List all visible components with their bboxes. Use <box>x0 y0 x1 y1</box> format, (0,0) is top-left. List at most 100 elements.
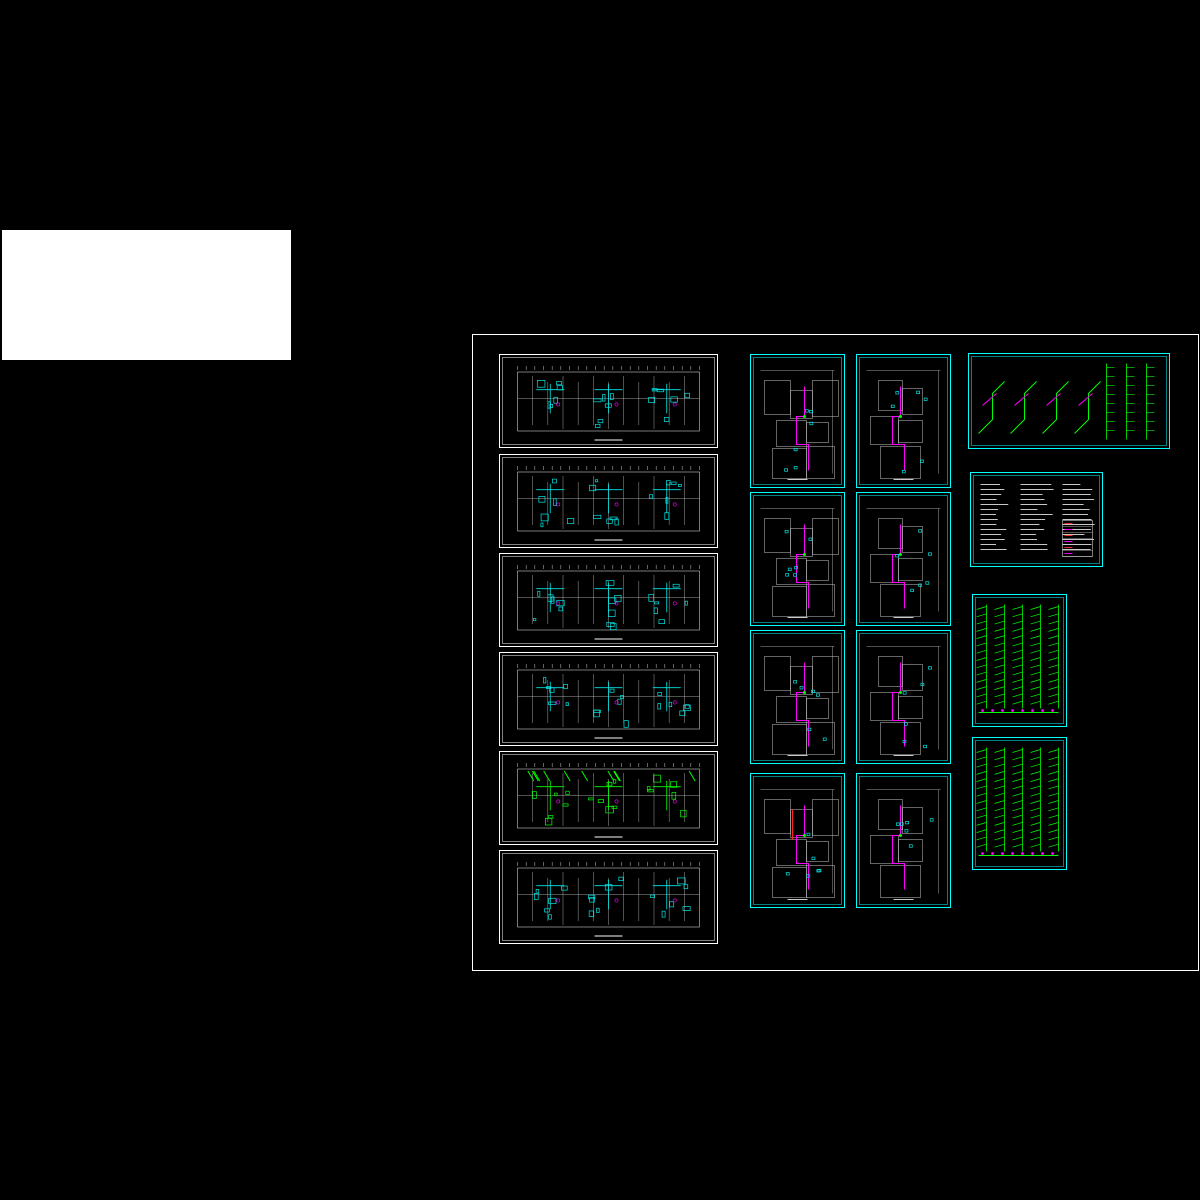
room-outline <box>806 560 829 581</box>
branch-line <box>1030 635 1041 639</box>
branch-line <box>1048 785 1059 790</box>
unit-plan-sheet <box>856 492 951 626</box>
riser-symbol <box>556 601 561 606</box>
fixture-symbol <box>646 786 651 791</box>
branch-line <box>994 628 1005 632</box>
unit-plan-inner-frame <box>859 776 948 905</box>
branch-line <box>1030 807 1041 812</box>
room-outline <box>878 799 903 830</box>
branch-line <box>994 671 1005 676</box>
floor-plan-inner-frame <box>502 556 715 644</box>
fixture-symbol <box>588 910 595 917</box>
valve-symbol <box>1041 709 1044 712</box>
branch-line <box>1048 771 1059 775</box>
fixture-symbol <box>902 691 907 695</box>
unit-plan-frame <box>750 492 845 626</box>
room-outline <box>880 584 921 617</box>
fixture-symbol <box>925 581 930 585</box>
room-outline <box>898 839 923 862</box>
fixture-symbol <box>618 876 624 881</box>
riser-diagram-sheet-2 <box>972 737 1067 870</box>
unit-plan-frame <box>856 773 951 908</box>
branch-line <box>1030 814 1041 819</box>
unit-plan-inner-frame <box>753 495 842 623</box>
fixture-symbol <box>614 595 622 602</box>
branch-line <box>976 693 987 698</box>
fixture-symbol <box>612 779 617 784</box>
unit-plan-inner-frame <box>859 633 948 761</box>
pipe-run <box>688 770 696 782</box>
branch-line <box>994 613 1005 618</box>
branch-line <box>1048 628 1059 632</box>
branch-line <box>994 686 1005 690</box>
fixture-symbol <box>532 618 537 622</box>
branch-line <box>1030 800 1041 804</box>
fixture-symbol <box>929 818 934 822</box>
fixture-symbol <box>682 906 691 911</box>
floor-plan-frame <box>499 553 718 647</box>
sheet-frame <box>968 353 1170 449</box>
branch-line <box>1030 749 1041 753</box>
fixture-symbol <box>592 398 602 403</box>
branch-line <box>976 700 987 705</box>
riser-symbol <box>614 700 619 705</box>
room-outline <box>902 664 923 691</box>
riser-symbol <box>556 402 561 407</box>
branch-line <box>1048 756 1059 761</box>
branch-line <box>976 785 987 790</box>
floor-plan-sheet <box>499 553 718 647</box>
riser-symbol <box>556 502 561 507</box>
floor-plan-frame <box>499 751 718 845</box>
fixture-symbol <box>901 470 906 474</box>
branch-line <box>1030 628 1041 632</box>
fixture-symbol <box>648 397 656 403</box>
branch-line <box>1012 671 1023 676</box>
sheet-frame <box>972 594 1067 727</box>
fixture-symbol <box>809 421 814 426</box>
unit-plan-sheet <box>856 354 951 488</box>
branch-line <box>1030 657 1041 661</box>
branch-line <box>1030 792 1041 797</box>
branch-line <box>1030 836 1041 841</box>
fixture-symbol <box>793 466 798 470</box>
building-outline <box>517 570 700 631</box>
drain-pipe <box>892 805 905 890</box>
pipe-run <box>563 770 571 782</box>
branch-line <box>994 807 1005 812</box>
floor-plan-inner-frame <box>502 655 715 743</box>
branch-line <box>994 620 1005 625</box>
branch-line <box>1048 700 1059 705</box>
unit-plan-sheet <box>750 354 845 488</box>
branch-line <box>994 771 1005 775</box>
fixture-symbol <box>784 468 788 472</box>
fixture-symbol <box>928 666 932 670</box>
fixture-symbol <box>597 799 604 803</box>
fixture-symbol <box>650 894 656 898</box>
branch-line <box>1030 829 1041 833</box>
branch-line <box>1048 686 1059 690</box>
branch-line <box>1030 606 1041 610</box>
room-outline <box>806 446 835 479</box>
valve-symbol <box>1031 852 1034 855</box>
building-outline <box>517 471 700 532</box>
branch-line <box>1012 693 1023 698</box>
branch-line <box>976 822 987 826</box>
fixture-symbol <box>785 872 790 876</box>
branch-line <box>994 606 1005 610</box>
fixture-symbol <box>671 481 677 485</box>
room-outline <box>878 380 903 411</box>
branch-line <box>976 606 987 610</box>
branch-line <box>1012 829 1023 833</box>
fixture-symbol <box>669 901 675 908</box>
branch-line <box>976 829 987 833</box>
branch-line <box>1048 671 1059 676</box>
room-outline <box>870 835 899 864</box>
fixture-symbol <box>787 567 792 571</box>
fixture-symbol <box>895 391 900 395</box>
fixture-symbol <box>617 698 622 705</box>
fixture-symbol <box>664 512 670 520</box>
drain-pipe <box>892 386 905 471</box>
fixture-symbol <box>916 390 921 394</box>
fixture-symbol <box>684 704 690 709</box>
